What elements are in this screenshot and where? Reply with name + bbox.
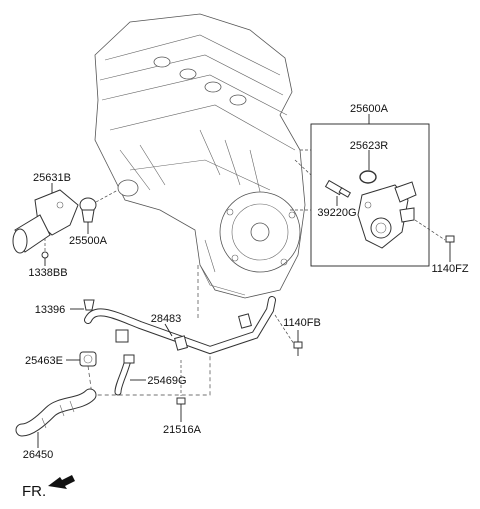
- label-25500A: 25500A: [69, 235, 108, 247]
- o-ring-25623R: [359, 170, 377, 184]
- label-25463E: 25463E: [25, 355, 63, 367]
- assembly-box-25600A: [310, 123, 430, 267]
- water-pipe-28483: [84, 296, 276, 355]
- thermostat-housing-25631B: [12, 189, 79, 254]
- label-25631B: 25631B: [33, 172, 71, 184]
- direction-label: FR.: [22, 483, 46, 500]
- label-25623R: 25623R: [350, 140, 389, 152]
- temp-sensor-39220G: [324, 179, 352, 198]
- label-25600A: 25600A: [350, 103, 389, 115]
- label-39220G: 39220G: [317, 207, 356, 219]
- label-13396: 13396: [35, 304, 66, 316]
- hose-25463E: [79, 351, 97, 367]
- bolt-1140FZ: [445, 235, 455, 252]
- hose-25469G: [114, 354, 135, 396]
- water-outlet-housing: [357, 181, 417, 249]
- hose-26450: [15, 388, 97, 437]
- label-1140FZ: 1140FZ: [431, 263, 468, 275]
- label-26450: 26450: [23, 449, 54, 461]
- label-1140FB: 1140FB: [283, 317, 321, 329]
- bolt-1338BB: [41, 251, 49, 266]
- bolt-21516A: [176, 397, 186, 414]
- hose-clip-13396: [83, 299, 95, 311]
- label-1338BB: 1338BB: [28, 267, 67, 279]
- label-21516A: 21516A: [163, 424, 202, 436]
- bolt-1140FB: [293, 341, 303, 356]
- front-arrow-icon: [48, 475, 75, 489]
- thermostat-25500A: [79, 197, 97, 223]
- label-28483: 28483: [151, 313, 182, 325]
- label-25469G: 25469G: [147, 375, 186, 387]
- engine-assembly: [94, 13, 306, 299]
